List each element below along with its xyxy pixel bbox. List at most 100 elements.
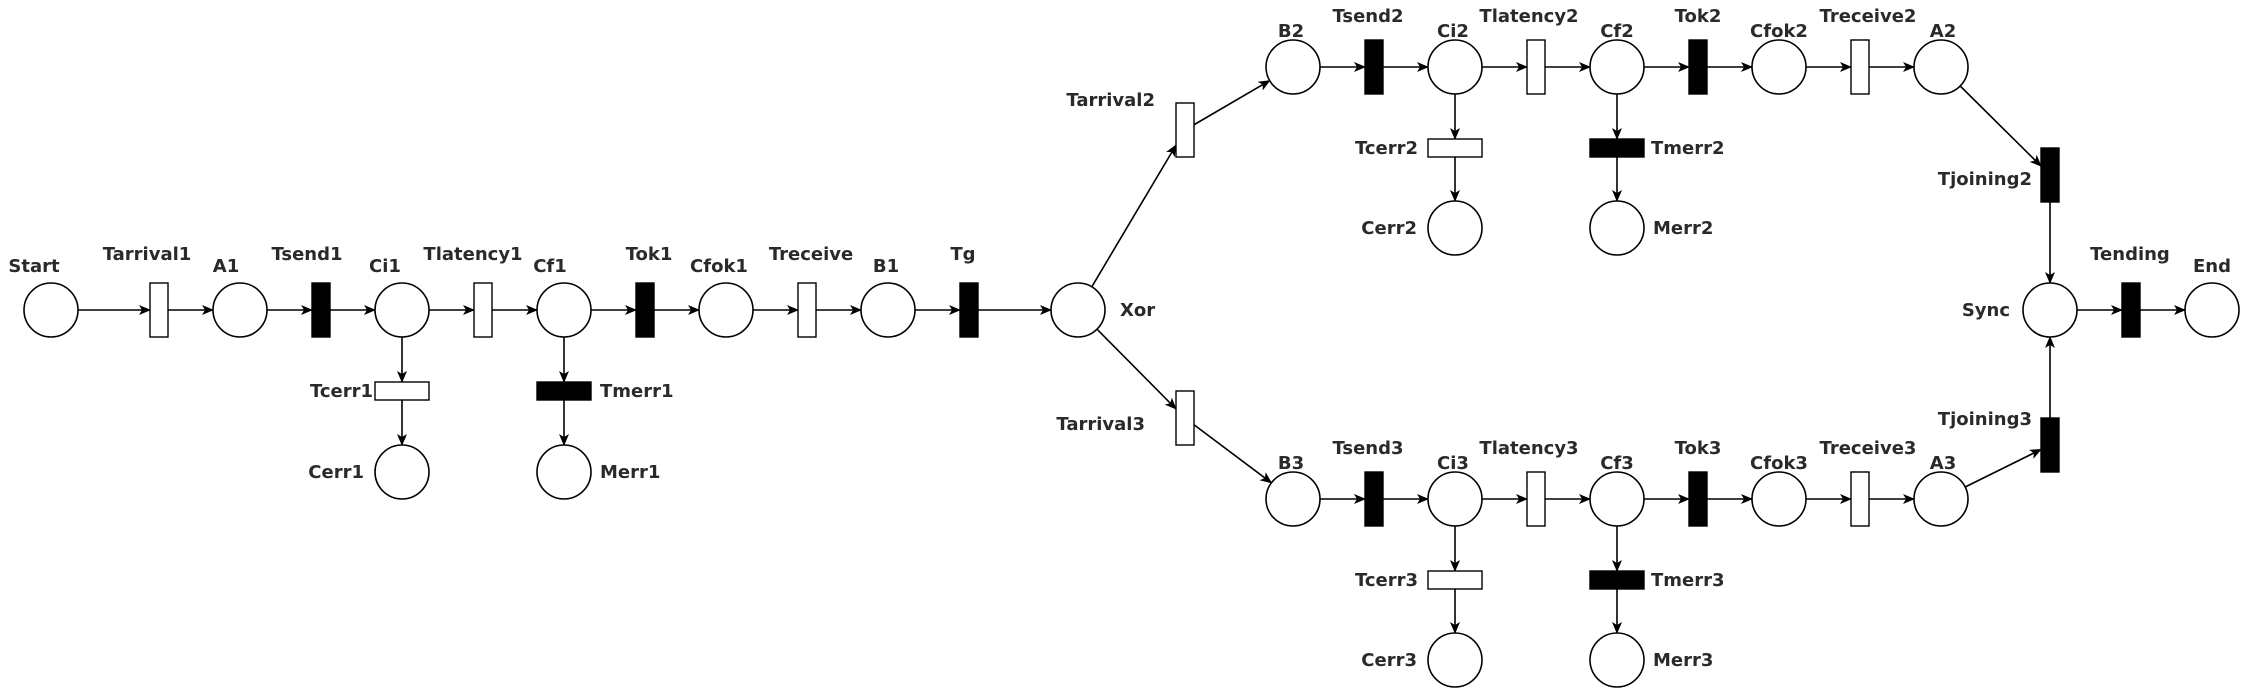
transition-label-tok3: Tok3 <box>1675 438 1722 459</box>
transition-label-tarrival2: Tarrival2 <box>1066 90 1155 111</box>
place-start <box>23 282 79 338</box>
transition-label-treceive2: Treceive2 <box>1820 6 1917 27</box>
place-cfok1 <box>698 282 754 338</box>
transition-tg <box>959 282 979 338</box>
place-label-sync: Sync <box>1962 300 2010 321</box>
transition-tmerr2 <box>1589 138 1645 158</box>
transition-tarrival2 <box>1175 102 1195 158</box>
transition-label-tg: Tg <box>950 244 975 265</box>
arc-a2-to-tjoining2 <box>1959 85 2042 167</box>
place-ci3 <box>1427 471 1483 527</box>
place-xor <box>1050 282 1106 338</box>
transition-label-tlatency3: Tlatency3 <box>1479 438 1578 459</box>
transition-tsend2 <box>1364 39 1384 95</box>
place-end <box>2184 282 2240 338</box>
place-label-cf1: Cf1 <box>533 256 567 277</box>
transition-tmerr3 <box>1589 570 1645 590</box>
transition-label-tarrival1: Tarrival1 <box>103 244 192 265</box>
transition-tlatency2 <box>1526 39 1546 95</box>
place-a2 <box>1913 39 1969 95</box>
transition-tarrival3 <box>1175 390 1195 446</box>
place-label-cfok1: Cfok1 <box>690 256 748 277</box>
place-cf3 <box>1589 471 1645 527</box>
arc-xor-to-tarrival2 <box>1091 144 1177 288</box>
transition-tok3 <box>1688 471 1708 527</box>
transition-label-tok1: Tok1 <box>626 244 673 265</box>
transition-label-tcerr1: Tcerr1 <box>310 381 373 402</box>
place-cerr2 <box>1427 200 1483 256</box>
place-label-cerr2: Cerr2 <box>1361 218 1417 239</box>
place-b2 <box>1265 39 1321 95</box>
place-b1 <box>860 282 916 338</box>
place-cerr3 <box>1427 632 1483 688</box>
arc-xor-to-tarrival3 <box>1096 328 1177 410</box>
transition-label-tmerr3: Tmerr3 <box>1651 570 1725 591</box>
place-label-cerr1: Cerr1 <box>308 462 364 483</box>
place-a1 <box>212 282 268 338</box>
transition-label-tlatency2: Tlatency2 <box>1479 6 1578 27</box>
transition-tlatency1 <box>473 282 493 338</box>
place-merr2 <box>1589 200 1645 256</box>
place-label-b2: B2 <box>1278 21 1304 42</box>
transition-tarrival1 <box>149 282 169 338</box>
transition-treceive2 <box>1850 39 1870 95</box>
place-label-cf3: Cf3 <box>1600 453 1634 474</box>
transition-tok1 <box>635 282 655 338</box>
place-label-cerr3: Cerr3 <box>1361 650 1417 671</box>
place-label-xor: Xor <box>1120 300 1155 321</box>
place-a3 <box>1913 471 1969 527</box>
arc-tarrival3-to-b3 <box>1193 424 1273 484</box>
place-cfok3 <box>1751 471 1807 527</box>
arc-a3-to-tjoining3 <box>1964 448 2042 488</box>
place-sync <box>2022 282 2078 338</box>
place-label-a2: A2 <box>1930 21 1956 42</box>
transition-treceive3 <box>1850 471 1870 527</box>
transition-label-tmerr2: Tmerr2 <box>1651 138 1725 159</box>
place-label-ci1: Ci1 <box>369 256 401 277</box>
transition-label-tsend3: Tsend3 <box>1332 438 1403 459</box>
place-label-merr3: Merr3 <box>1653 650 1713 671</box>
transition-tsend3 <box>1364 471 1384 527</box>
transition-label-tlatency1: Tlatency1 <box>423 244 522 265</box>
transition-tcerr2 <box>1427 138 1483 158</box>
place-b3 <box>1265 471 1321 527</box>
place-label-a1: A1 <box>213 256 239 277</box>
place-ci1 <box>374 282 430 338</box>
place-label-cfok2: Cfok2 <box>1750 21 1808 42</box>
place-merr3 <box>1589 632 1645 688</box>
place-label-start: Start <box>8 256 60 277</box>
transition-label-tmerr1: Tmerr1 <box>600 381 674 402</box>
place-label-merr1: Merr1 <box>600 462 660 483</box>
place-ci2 <box>1427 39 1483 95</box>
place-cfok2 <box>1751 39 1807 95</box>
place-label-b3: B3 <box>1278 453 1304 474</box>
transition-tcerr3 <box>1427 570 1483 590</box>
transition-tending <box>2121 282 2141 338</box>
place-cf1 <box>536 282 592 338</box>
transition-label-tjoining2: Tjoining2 <box>1938 169 2032 190</box>
transition-treceive <box>797 282 817 338</box>
transition-label-tending: Tending <box>2090 244 2170 265</box>
arcs-layer <box>78 62 2186 634</box>
place-label-a3: A3 <box>1930 453 1956 474</box>
transition-label-tsend2: Tsend2 <box>1332 6 1403 27</box>
place-label-b1: B1 <box>873 256 899 277</box>
place-label-ci2: Ci2 <box>1437 21 1469 42</box>
place-cf2 <box>1589 39 1645 95</box>
transition-label-tsend1: Tsend1 <box>271 244 342 265</box>
transition-tjoining2 <box>2040 147 2060 203</box>
place-label-ci3: Ci3 <box>1437 453 1469 474</box>
transition-label-treceive3: Treceive3 <box>1820 438 1917 459</box>
transition-label-tcerr2: Tcerr2 <box>1355 138 1418 159</box>
transition-tjoining3 <box>2040 417 2060 473</box>
transition-tlatency3 <box>1526 471 1546 527</box>
place-cerr1 <box>374 444 430 500</box>
transition-tok2 <box>1688 39 1708 95</box>
place-label-merr2: Merr2 <box>1653 218 1713 239</box>
transition-label-treceive: Treceive <box>769 244 853 265</box>
transition-label-tcerr3: Tcerr3 <box>1355 570 1418 591</box>
transition-label-tarrival3: Tarrival3 <box>1056 414 1145 435</box>
transition-tsend1 <box>311 282 331 338</box>
